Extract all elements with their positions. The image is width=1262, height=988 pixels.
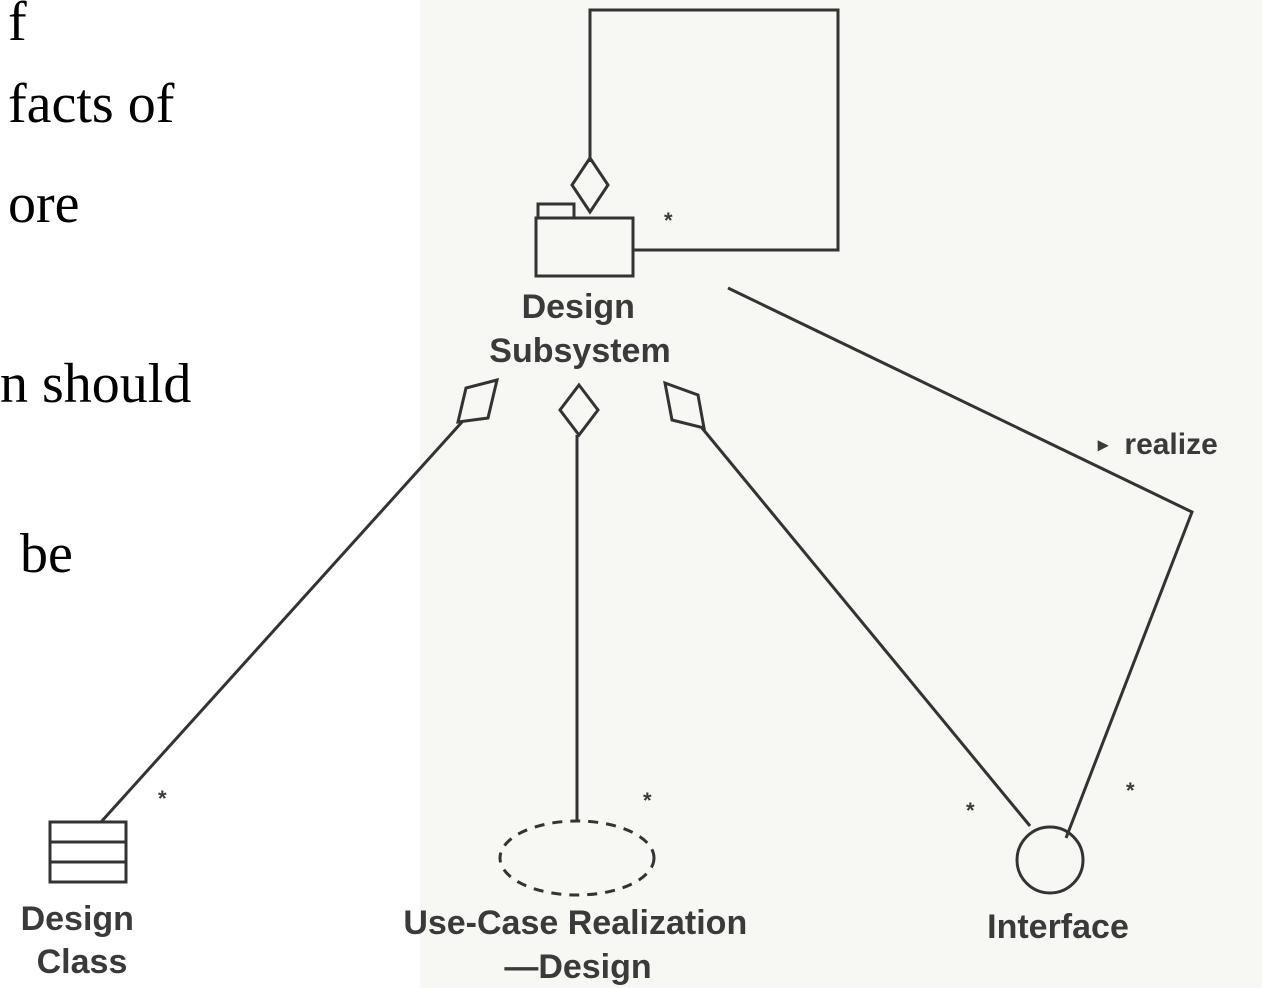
realize-text: realize [1124,428,1217,461]
use-case-realization-label: Use-Case Realization —Design [403,904,756,986]
use-case-line-1: Use-Case Realization [403,904,747,942]
realize-label: ▸ realize [1097,425,1218,461]
interface-label: Interface [987,908,1129,946]
design-subsystem-line-1: Design [522,288,635,326]
use-case-realization-icon [498,819,656,897]
realize-line [727,286,1194,839]
use-case-line-2: —Design [504,948,651,986]
slide-fragment: facts of [8,73,175,135]
interface-icon [1015,825,1085,895]
design-class-association [99,420,464,824]
package-tab [536,202,576,220]
realize-arrow-icon: ▸ [1097,434,1109,456]
interface-diamond [663,380,706,431]
interface-multiplicity: * [966,798,975,823]
design-class-label: Design Class [21,900,144,981]
design-class-line-1: Design [21,900,134,938]
design-subsystem-line-2: Subsystem [489,332,670,370]
slide-fragment: be [20,523,73,585]
self-multiplicity: * [664,208,673,233]
use-case-diamond [558,382,600,438]
slide-fragment: f [8,0,27,53]
design-class-multiplicity: * [158,786,167,811]
interface-association [700,427,1032,827]
design-class-line-2: Class [37,943,128,981]
slide-fragment: n should [0,353,192,415]
design-subsystem-icon [534,202,635,278]
design-class-diamond [456,377,500,424]
self-association-line [588,8,840,252]
use-case-multiplicity: * [643,788,652,813]
package-body [534,216,635,278]
slide-fragment: ore [8,173,80,235]
realize-multiplicity: * [1126,778,1135,803]
self-association-diamond [570,155,610,215]
design-class-icon [48,820,128,884]
class-box [48,820,128,884]
design-subsystem-label: Design Subsystem [489,288,670,370]
